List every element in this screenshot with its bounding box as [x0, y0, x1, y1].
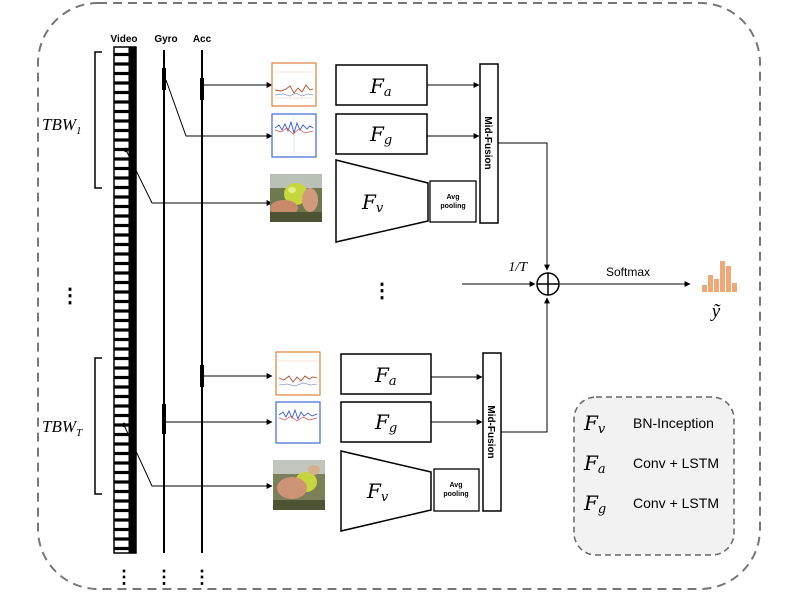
branch-ellipsis: ⋮	[372, 280, 392, 302]
video-label: Video	[110, 34, 137, 45]
outer-dashed-border	[37, 2, 761, 590]
acc-window-marker-top	[200, 78, 204, 100]
avg-pooling-top	[429, 180, 477, 223]
video-frame-photo-top	[270, 174, 322, 222]
gyro-label: Gyro	[154, 34, 177, 45]
acc-plot-thumbnail-bottom	[275, 351, 321, 396]
gyro-ellipsis-bottom: ⋮	[155, 567, 173, 587]
fv-label-top: Fv	[361, 190, 384, 216]
fa-label-top: Fa	[369, 74, 392, 100]
acc-ellipsis-bottom: ⋮	[193, 567, 211, 587]
bar-chart-icon	[702, 261, 737, 292]
video-film-strip	[113, 46, 137, 554]
video-ellipsis-bottom: ⋮	[115, 567, 133, 587]
fv-module-top	[335, 159, 429, 243]
video-to-frame-arrow-bottom	[123, 424, 273, 489]
mid-fusion-label-bottom: Mid-Fusion	[485, 405, 496, 458]
fa-module-top	[335, 64, 428, 106]
softmax-label: Softmax	[606, 265, 650, 279]
video-to-frame-arrow-top	[125, 149, 273, 206]
gyro-to-plot-arrow-top	[165, 79, 273, 139]
fg-module-bottom	[340, 401, 432, 443]
tbw1-label: TBW1	[42, 115, 82, 137]
acc-window-marker-bottom	[200, 365, 204, 387]
gyro-window-marker-bottom	[162, 404, 166, 434]
acc-plot-thumbnail-top	[271, 62, 317, 107]
legend-fg-symbol: Fg	[583, 491, 606, 517]
video-frame-photo-bottom	[273, 460, 325, 510]
avg-pooling-bottom	[433, 468, 480, 512]
fusion-top-to-sum-arrow	[498, 142, 550, 271]
fg-module-top	[335, 113, 428, 155]
tbwT-label: TBWT	[42, 417, 83, 439]
fv-label-bottom: Fv	[366, 479, 389, 505]
legend-fg-text: Conv + LSTM	[633, 495, 719, 511]
mid-fusion-label-top: Mid-Fusion	[482, 116, 493, 169]
fa-module-bottom	[340, 353, 432, 395]
window-ellipsis: ⋮	[60, 285, 80, 307]
legend-fv-text: BN-Inception	[633, 415, 714, 431]
scale-label: 1/T	[508, 260, 528, 275]
gyro-plot-thumbnail-bottom	[275, 401, 321, 444]
fv-module-bottom	[340, 450, 432, 532]
acc-label: Acc	[193, 34, 212, 45]
legend-fa-text: Conv + LSTM	[633, 455, 719, 471]
fg-label-bottom: Fg	[374, 410, 397, 436]
fg-label-top: Fg	[369, 122, 392, 148]
gyro-plot-thumbnail-top	[271, 113, 317, 158]
output-label: ỹ	[710, 301, 721, 322]
legend-box	[573, 396, 735, 556]
fusion-bottom-to-sum-arrow	[501, 297, 550, 433]
gyro-window-marker-top	[162, 68, 166, 90]
legend-fv-symbol: Fv	[583, 411, 606, 437]
tbwT-bracket	[94, 357, 102, 495]
tbw1-bracket	[94, 51, 102, 189]
legend-fa-symbol: Fa	[583, 451, 606, 477]
fa-label-bottom: Fa	[374, 363, 397, 389]
